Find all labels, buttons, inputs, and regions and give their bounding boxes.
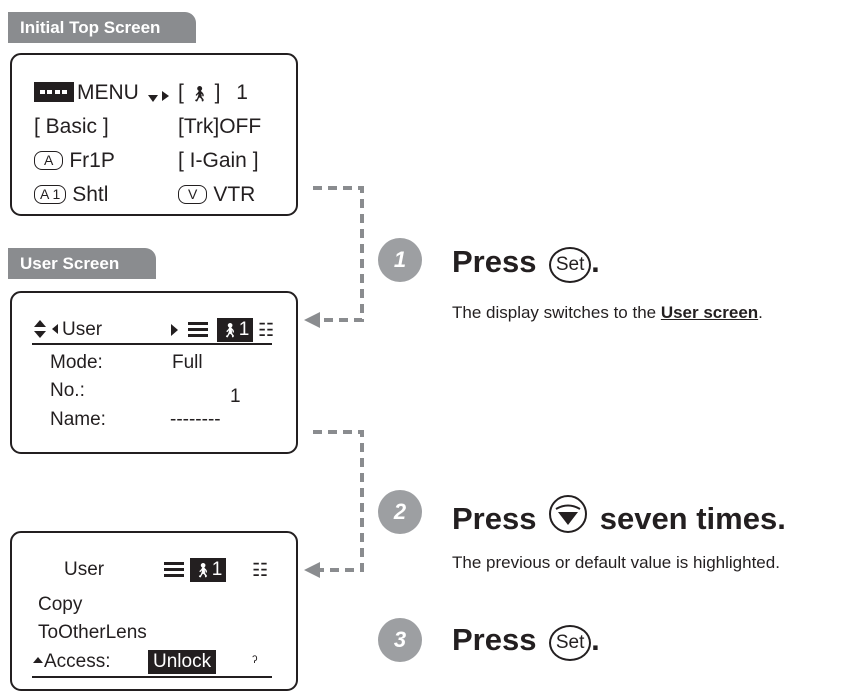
access-selected-number: 1 [211, 559, 223, 580]
set-button-icon: Set [549, 247, 592, 283]
menu-arrow-icon [148, 91, 169, 102]
step-1-number: 1 [378, 238, 422, 282]
menu-icon [34, 82, 74, 102]
step-1-press: Press [452, 244, 537, 279]
mode-icon: ☷ [252, 560, 269, 580]
step-2-suffix: seven times. [599, 501, 786, 536]
no-label: No.: [50, 380, 85, 401]
name-label: Name: [50, 409, 106, 430]
igain-item: [ I-Gain ] [178, 149, 259, 172]
arrow-right-icon [171, 324, 178, 336]
initial-top-screen-label: Initial Top Screen [8, 12, 196, 43]
access-label: Access: [44, 651, 111, 672]
initial-top-screen: MENU [ 🚶︎ ] 1 [ Basic ] [Trk]OFF A Fr1P [… [10, 53, 298, 216]
step-3-press: Press [452, 622, 537, 657]
list-icon [188, 322, 208, 338]
step-1-desc-text: The display switches to the [452, 303, 661, 322]
mode-value: Full [172, 352, 203, 373]
list-icon [164, 562, 184, 578]
user-screen-link[interactable]: User screen [660, 303, 759, 322]
menu-label: MENU [77, 81, 139, 104]
access-selected-user-mode: 🚶︎1 [190, 558, 227, 582]
mode-indicator: [ 🚶︎ ] 1 [178, 81, 248, 107]
mode-icon: ☷ [258, 320, 275, 340]
user-screen: User 🚶︎1 ☷ Mode: Full No.: 1 Name: -----… [10, 291, 298, 454]
bracket-left: [ [178, 81, 184, 104]
bracket-right: ] [214, 81, 221, 104]
user-screen-label: User Screen [8, 248, 156, 279]
person-icon: 🚶︎ [221, 322, 239, 338]
step-2-description: The previous or default value is highlig… [452, 553, 780, 572]
updown-arrow-icon [34, 320, 58, 338]
key-a: A [34, 151, 64, 170]
fr1p-item: A Fr1P [34, 149, 115, 173]
toother-label: ToOtherLens [38, 622, 147, 643]
shtl-label: Shtl [72, 183, 109, 206]
vtr-item: V VTR [178, 183, 255, 207]
step-2-title: Press seven times. [452, 495, 786, 537]
selected-user-mode: 🚶︎1 [217, 318, 254, 342]
access-value-highlighted: Unlock [148, 650, 217, 674]
basic-item: [ Basic ] [34, 115, 109, 138]
key-a1: A 1 [34, 185, 67, 204]
set-button-icon: Set [549, 625, 592, 661]
down-arrow-button-icon [549, 495, 588, 533]
step-3-number: 3 [378, 618, 422, 662]
lock-icon: ˀ [252, 654, 258, 671]
step-1-period: . [591, 244, 600, 279]
trk-item: [Trk]OFF [178, 115, 262, 138]
mode-label: Mode: [50, 352, 103, 373]
name-value: -------- [170, 409, 221, 430]
step-1-description: The display switches to the User screen. [452, 302, 763, 324]
person-icon: 🚶︎ [194, 562, 212, 578]
step-3-period: . [591, 622, 600, 657]
menu-row: MENU [34, 81, 139, 105]
access-screen: User 🚶︎1 ☷ Copy ToOtherLens Access: Unlo… [10, 531, 298, 691]
selected-number: 1 [238, 319, 250, 340]
mode-number: 1 [236, 81, 248, 104]
access-user-title: User [64, 559, 105, 580]
person-icon: 🚶︎ [189, 86, 209, 103]
step-2-press: Press [452, 501, 537, 536]
title-underline [32, 343, 272, 345]
step-1-desc-end: . [758, 303, 763, 322]
step-3-title: Press Set. [452, 622, 600, 661]
step-2-number: 2 [378, 490, 422, 534]
step-1-title: Press Set. [452, 244, 600, 283]
copy-label: Copy [38, 594, 83, 615]
key-v: V [178, 185, 208, 204]
shtl-item: A 1 Shtl [34, 183, 108, 207]
no-value: 1 [230, 386, 241, 407]
fr1p-label: Fr1P [69, 149, 115, 172]
user-title: User [62, 319, 103, 340]
vtr-label: VTR [213, 183, 256, 206]
access-underline [32, 676, 272, 678]
up-arrow-icon [33, 657, 43, 663]
